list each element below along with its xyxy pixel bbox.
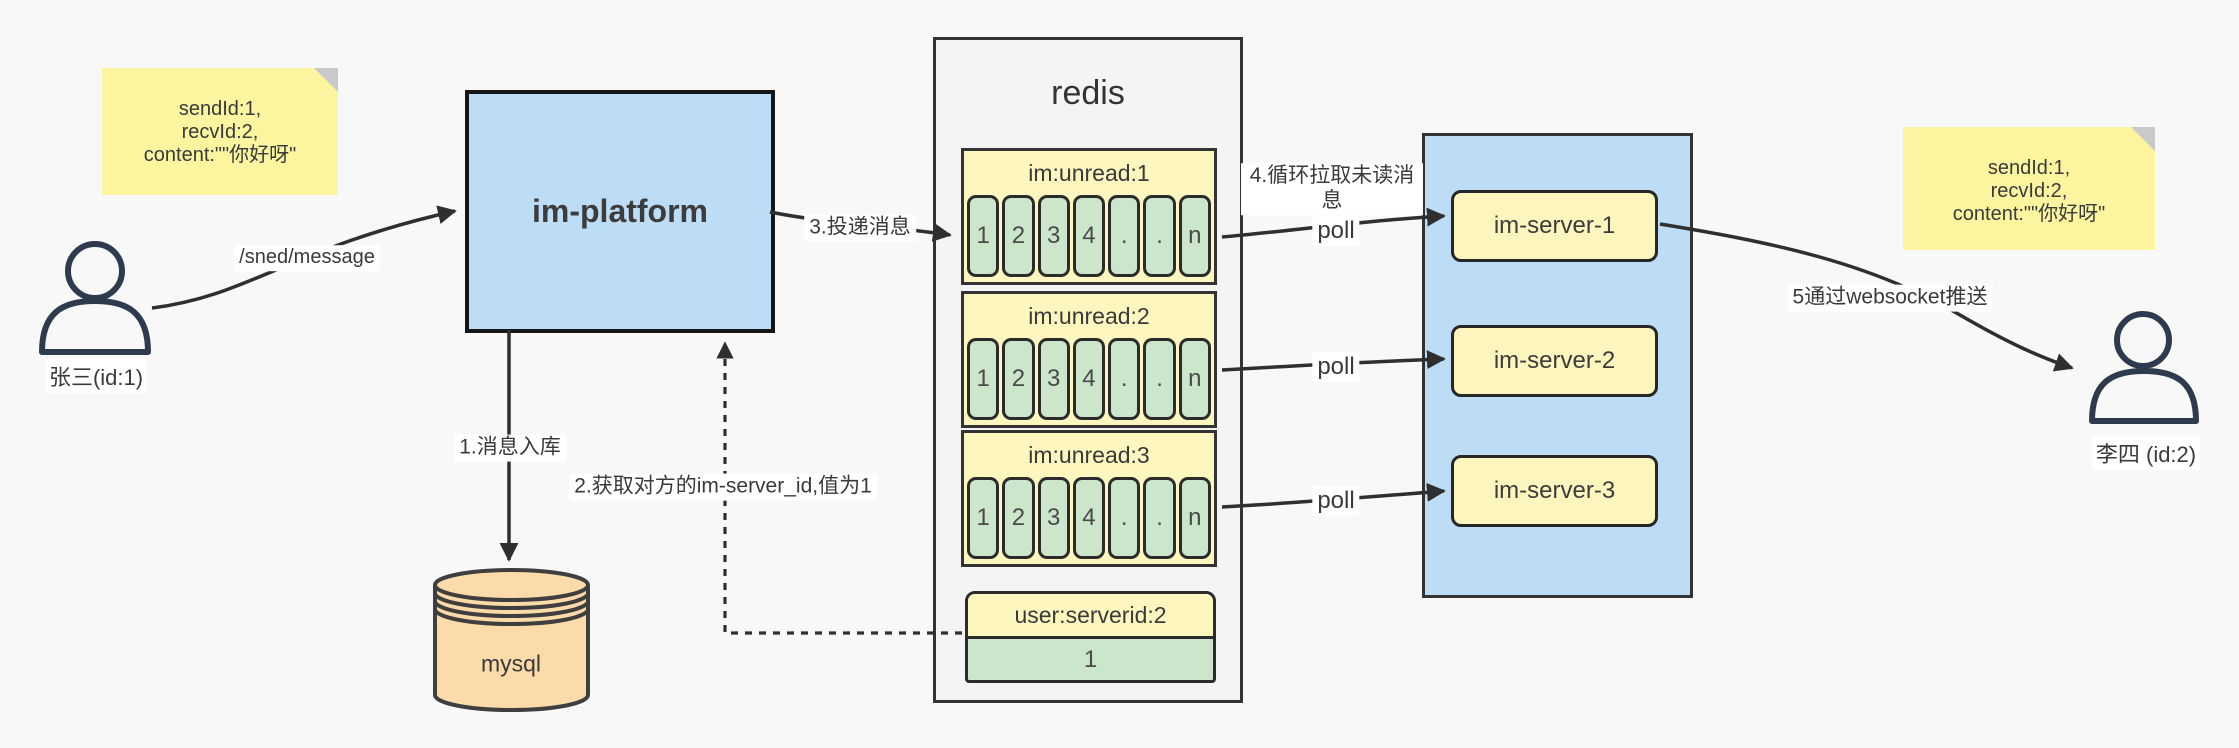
queue-cell: .	[1143, 195, 1176, 277]
label-poll-1: poll	[1312, 215, 1360, 247]
label-step5: 5通过websocket推送	[1787, 284, 1993, 312]
kv-key: user:serverid:2	[968, 594, 1213, 639]
im-server-3-box: im-server-3	[1451, 455, 1658, 527]
queue-cell: 1	[967, 195, 1000, 277]
queue-cell: 2	[1002, 195, 1035, 277]
queue-cell: 4	[1072, 477, 1106, 559]
im-platform-title: im-platform	[532, 193, 708, 229]
queue-cells: 1 2 3 4 . . n	[964, 477, 1214, 564]
im-server-1-box: im-server-1	[1451, 190, 1658, 262]
note-line: recvId:2,	[181, 121, 259, 143]
queue-cells: 1 2 3 4 . . n	[964, 338, 1214, 425]
im-server-2-box: im-server-2	[1451, 325, 1658, 397]
label-send-api: /sned/message	[234, 245, 380, 271]
sender-message-note: sendId:1, recvId:2, content:""你好呀"	[102, 68, 338, 195]
queue-cell: 4	[1072, 338, 1106, 420]
queue-cell: 2	[1002, 477, 1035, 559]
redis-title: redis	[1051, 74, 1125, 112]
note-line: sendId:1,	[178, 98, 262, 120]
note-fold-corner-icon	[2131, 127, 2155, 151]
receiver-name-label: 李四 (id:2)	[2091, 436, 2201, 470]
receiver-message-note: sendId:1, recvId:2, content:""你好呀"	[1903, 127, 2155, 250]
note-line: content:""你好呀"	[143, 144, 297, 166]
label-step3: 3.投递消息	[804, 214, 916, 242]
queue-cell: .	[1108, 338, 1141, 420]
queue-cell: 3	[1037, 195, 1070, 277]
redis-queue-unread-3: im:unread:3 1 2 3 4 . . n	[961, 430, 1217, 567]
im-platform-box: im-platform	[465, 90, 775, 333]
mysql-label: mysql	[480, 650, 542, 677]
queue-header: im:unread:3	[1028, 441, 1150, 468]
label-step4: 4.循环拉取未读消息	[1241, 163, 1423, 215]
sender-name-label: 张三(id:1)	[44, 359, 148, 393]
queue-cell: 1	[967, 477, 1000, 559]
queue-cell: 3	[1037, 477, 1070, 559]
label-poll-2: poll	[1312, 351, 1360, 383]
queue-cell: .	[1143, 477, 1176, 559]
queue-cell: n	[1178, 338, 1211, 420]
label-poll-3: poll	[1312, 485, 1360, 517]
queue-cells: 1 2 3 4 . . n	[964, 195, 1214, 282]
note-line: recvId:2,	[1990, 180, 2068, 202]
queue-cell: 2	[1002, 338, 1035, 420]
queue-header: im:unread:2	[1028, 302, 1150, 329]
queue-cell: n	[1178, 477, 1211, 559]
sender-person-icon	[39, 241, 151, 355]
label-step1: 1.消息入库	[454, 434, 566, 462]
queue-header: im:unread:1	[1028, 159, 1150, 186]
queue-cell: 4	[1072, 195, 1106, 277]
mysql-database-icon	[433, 568, 590, 713]
label-step2: 2.获取对方的im-server_id,值为1	[569, 473, 877, 501]
queue-cell: .	[1108, 477, 1141, 559]
queue-cell: .	[1108, 195, 1141, 277]
queue-cell: n	[1178, 195, 1211, 277]
queue-cell: .	[1143, 338, 1176, 420]
redis-queue-unread-1: im:unread:1 1 2 3 4 . . n	[961, 148, 1217, 285]
receiver-person-icon	[2089, 311, 2199, 424]
queue-cell: 1	[967, 338, 1000, 420]
im-server-cluster: im-server-1 im-server-2 im-server-3	[1422, 133, 1693, 598]
redis-container: redis im:unread:1 1 2 3 4 . . n im:unrea…	[933, 37, 1243, 703]
kv-value: 1	[1083, 645, 1098, 673]
note-line: content:""你好呀"	[1952, 203, 2106, 225]
queue-cell: 3	[1037, 338, 1070, 420]
redis-user-serverid-box: user:serverid:2 1	[965, 591, 1216, 683]
redis-queue-unread-2: im:unread:2 1 2 3 4 . . n	[961, 291, 1217, 428]
note-fold-corner-icon	[314, 68, 338, 92]
note-line: sendId:1,	[1987, 157, 2071, 179]
